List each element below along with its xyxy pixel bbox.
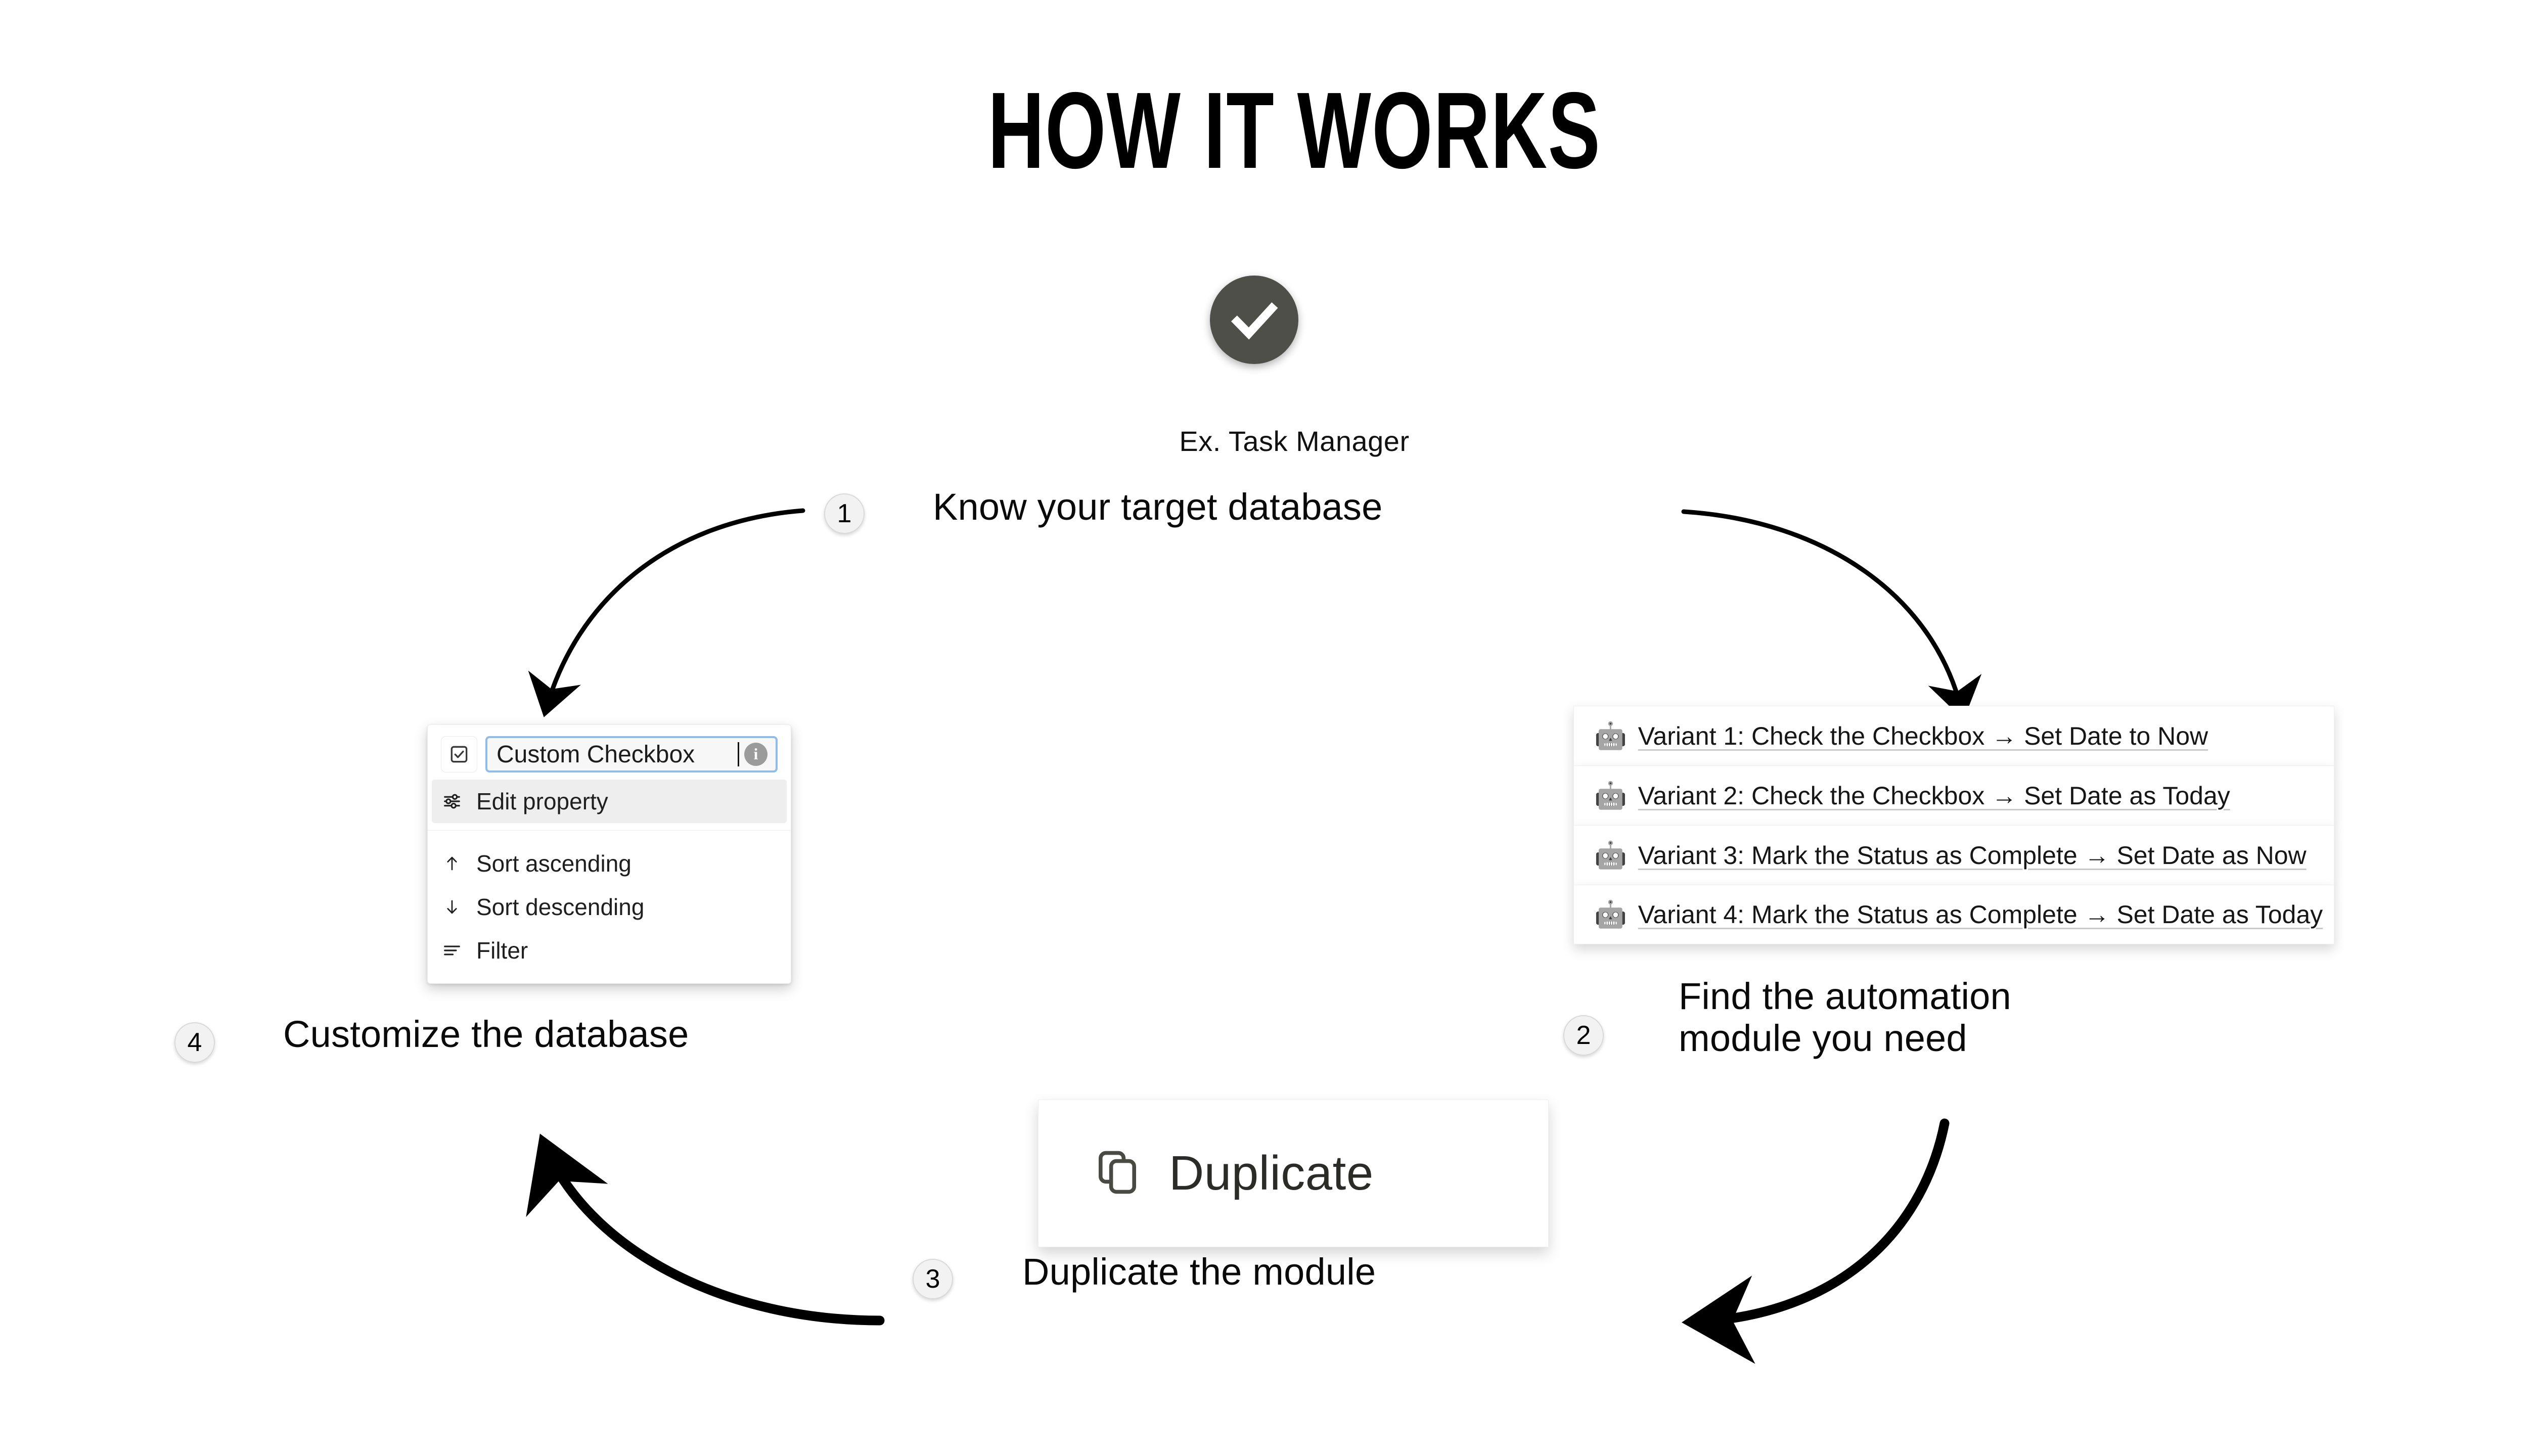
menu-divider: [428, 830, 791, 831]
hero-caption: Ex. Task Manager: [1179, 425, 1410, 457]
step-number-badge-3: 3: [913, 1259, 953, 1299]
menu-item-label: Sort descending: [476, 894, 645, 920]
menu-item-label: Sort ascending: [476, 850, 631, 877]
menu-item-sort-descending[interactable]: Sort descending: [428, 885, 791, 929]
menu-item-label: Edit property: [476, 788, 608, 814]
variant-label: Variant 3: Mark the Status as Complete →…: [1638, 841, 2307, 870]
step-number-badge-2: 2: [1563, 1015, 1604, 1056]
variant-label: Variant 2: Check the Checkbox → Set Date…: [1638, 781, 2230, 810]
robot-icon: 🤖: [1594, 721, 1627, 751]
arrow-step3-to-step4: [526, 1133, 885, 1326]
list-item[interactable]: 🤖 Variant 3: Mark the Status as Complete…: [1573, 825, 2334, 885]
robot-icon: 🤖: [1594, 840, 1627, 870]
arrow-step1-to-variants: [1681, 509, 1982, 720]
property-name-value: Custom Checkbox: [496, 741, 695, 768]
menu-item-label: Filter: [476, 937, 528, 964]
variant-label: Variant 4: Mark the Status as Complete →…: [1638, 900, 2323, 929]
duplicate-button[interactable]: Duplicate: [1038, 1100, 1549, 1247]
arrow-step1-to-property-menu: [528, 508, 805, 717]
menu-item-edit-property[interactable]: Edit property: [432, 780, 787, 823]
property-context-menu: Custom Checkbox i Edit property: [427, 724, 791, 984]
copy-icon: [1094, 1148, 1143, 1199]
menu-item-sort-ascending[interactable]: Sort ascending: [428, 842, 791, 885]
automation-variants-list: 🤖 Variant 1: Check the Checkbox → Set Da…: [1573, 706, 2334, 944]
step-label-3: Duplicate the module: [1022, 1251, 1376, 1293]
step-label-1: Know your target database: [933, 486, 1383, 528]
arrow-step2-to-step3: [1682, 1118, 1950, 1364]
robot-icon: 🤖: [1594, 781, 1627, 810]
arrow-down-icon: [441, 897, 463, 917]
list-item[interactable]: 🤖 Variant 2: Check the Checkbox → Set Da…: [1573, 765, 2334, 825]
info-icon[interactable]: i: [744, 743, 768, 766]
step-label-4: Customize the database: [283, 1013, 689, 1055]
page-title: HOW IT WORKS: [987, 69, 1601, 191]
property-name-input[interactable]: Custom Checkbox i: [485, 736, 778, 772]
list-item[interactable]: 🤖 Variant 4: Mark the Status as Complete…: [1573, 885, 2334, 944]
list-item[interactable]: 🤖 Variant 1: Check the Checkbox → Set Da…: [1573, 706, 2334, 765]
property-menu-header: Custom Checkbox i: [428, 725, 791, 780]
step-number-badge-4: 4: [174, 1022, 215, 1063]
filter-icon: [441, 943, 463, 958]
duplicate-label: Duplicate: [1169, 1146, 1374, 1200]
menu-item-filter[interactable]: Filter: [428, 929, 791, 972]
variant-label: Variant 1: Check the Checkbox → Set Date…: [1638, 721, 2208, 750]
text-caret: [738, 742, 739, 766]
arrow-up-icon: [441, 854, 463, 873]
sliders-icon: [441, 792, 463, 811]
robot-icon: 🤖: [1594, 900, 1627, 929]
check-circle-icon: [1210, 276, 1298, 364]
step-number-badge-1: 1: [824, 493, 865, 534]
checkbox-icon[interactable]: [441, 736, 477, 772]
step-label-2: Find the automation module you need: [1679, 975, 2011, 1059]
